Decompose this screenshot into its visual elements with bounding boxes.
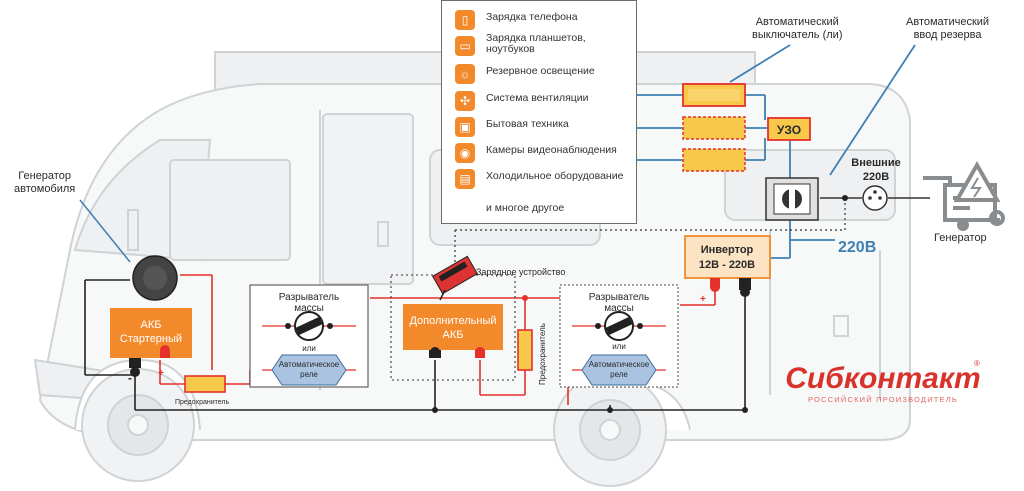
panel-label-tv: Бытовая техника (486, 118, 569, 130)
or-2: или (612, 342, 626, 351)
starter-battery-label-2: Стартерный (120, 333, 182, 345)
minus-sign: - (128, 371, 132, 385)
ats-label: Автоматический ввод резерва (906, 16, 990, 41)
fan-icon: ✣ (455, 91, 475, 111)
aux-battery: Дополнительный АКБ (403, 304, 503, 358)
v220-text: 220В (838, 239, 876, 256)
fuse-vertical: Предохранитель (517, 323, 547, 385)
panel-label-tablet: Зарядка планшетов, ноутбуков (486, 32, 586, 55)
relay1-line1: Автоматическое (279, 360, 340, 369)
brand-tagline: РОССИЙСКИЙ ПРОИЗВОДИТЕЛЬ (808, 395, 958, 404)
charger: Зарядное устройство (431, 255, 565, 301)
panel-row-tv: ▣ Бытовая техника (442, 116, 638, 140)
brand-name: Сибконтакт (785, 362, 980, 395)
ground-disconnect-2: Разрыватель массы или Автоматическое рел… (559, 284, 679, 388)
panel-label-phone: Зарядка телефона (486, 11, 578, 23)
brand-logo: Сибконтакт ® РОССИЙСКИЙ ПРОИЗВОДИТЕЛЬ (785, 359, 980, 404)
panel-label-fan: Система вентиляции (486, 92, 589, 104)
generator (923, 160, 1005, 231)
breakers-label: Автоматический выключатель (ли) (752, 16, 843, 41)
alternator (79, 199, 178, 301)
rcd: УЗО (767, 117, 811, 141)
alternator-label: Генератор автомобиля (14, 170, 76, 195)
starter-battery: АКБ Стартерный - + (110, 308, 192, 385)
phone-icon: ▯ (455, 10, 475, 30)
v220-label: 220В (838, 239, 876, 256)
panel-row-camera: ◉ Камеры видеонаблюдения (442, 142, 638, 166)
fuse-v-label: Предохранитель (538, 323, 547, 385)
generator-label: Генератор (934, 232, 987, 244)
panel-row-light: ☼ Резервное освещение (442, 63, 638, 87)
junction-dots (432, 195, 848, 413)
aux-battery-line1: Дополнительный (409, 315, 496, 327)
consumers-panel: ▯ Зарядка телефона ▭ Зарядка планшетов, … (441, 0, 637, 224)
disconnect1-line1: Разрыватель (279, 292, 339, 303)
ats-switch (765, 177, 819, 221)
panel-row-fan: ✣ Система вентиляции (442, 90, 638, 114)
relay1-line2: реле (300, 370, 318, 379)
tablet-icon: ▭ (455, 36, 475, 56)
fridge-icon: ▤ (455, 169, 475, 189)
panel-label-camera: Камеры видеонаблюдения (486, 144, 617, 156)
disconnect2-line1: Разрыватель (589, 292, 649, 303)
inverter-line1: Инвертор (701, 244, 754, 256)
external-socket: Внешние 220В (851, 157, 901, 211)
circuit-breakers (682, 83, 746, 172)
relay2-line2: реле (610, 370, 628, 379)
or-1: или (302, 344, 316, 353)
charger-label: Зарядное устройство (476, 267, 565, 277)
plus-sign: + (158, 368, 164, 379)
rcd-label: УЗО (777, 123, 801, 137)
panel-row-phone: ▯ Зарядка телефона (442, 9, 638, 33)
inverter: Инвертор 12В - 220В + (684, 235, 771, 305)
disconnect1-line2: массы (294, 303, 324, 314)
disconnect2-line2: массы (604, 303, 634, 314)
relay2-line1: Автоматическое (589, 360, 650, 369)
panel-row-fridge: ▤ Холодильное оборудование (442, 168, 638, 192)
external-line2: 220В (863, 171, 889, 183)
camera-icon: ◉ (455, 143, 475, 163)
inverter-plus: + (700, 294, 706, 305)
inverter-line2: 12В - 220В (699, 259, 755, 271)
starter-battery-label-1: АКБ (141, 319, 162, 331)
aux-battery-line2: АКБ (443, 329, 464, 341)
panel-row-tablet: ▭ Зарядка планшетов, ноутбуков (442, 32, 638, 59)
brand-reg: ® (974, 359, 980, 368)
wiring (84, 44, 930, 411)
panel-row-more: и многое другое (442, 200, 638, 224)
ground-disconnect-1: Разрыватель массы или Автоматическое рел… (249, 284, 369, 388)
fuse-horizontal: Предохранитель (175, 375, 229, 406)
panel-label-fridge: Холодильное оборудование (486, 170, 624, 182)
panel-label-more: и многое другое (486, 202, 565, 214)
tv-icon: ▣ (455, 117, 475, 137)
external-line1: Внешние (851, 157, 900, 169)
bulb-icon: ☼ (455, 64, 475, 84)
fuse-h-label: Предохранитель (175, 399, 229, 406)
panel-label-light: Резервное освещение (486, 65, 595, 77)
